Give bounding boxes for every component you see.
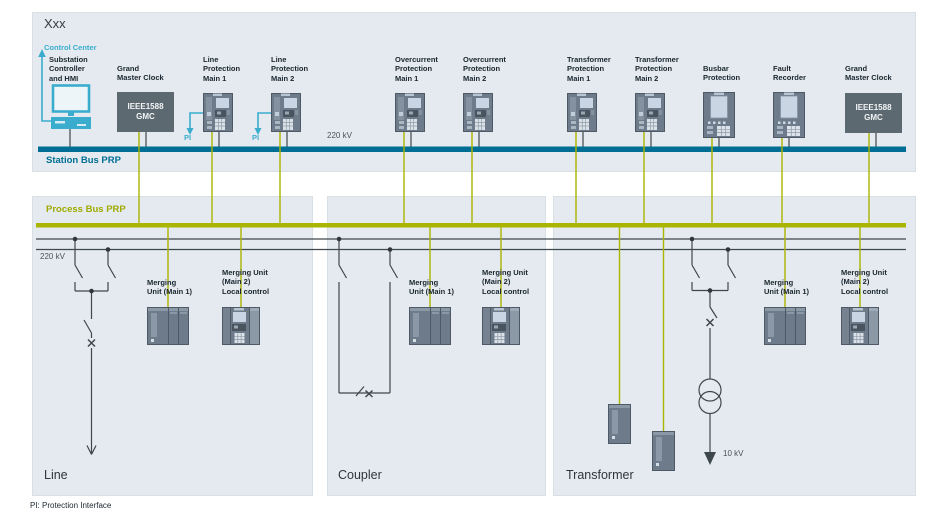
mu1-label-transformer: Merging Unit (Main 1) bbox=[764, 278, 809, 297]
lv-feeder-arrow bbox=[704, 452, 716, 465]
gmc-left-text: IEEE1588 GMC bbox=[127, 102, 164, 121]
field-merging-unit-icon-1 bbox=[609, 405, 631, 444]
transformer-bay-panel bbox=[553, 196, 916, 496]
device-label-busbar-protection: Busbar Protection bbox=[703, 64, 741, 83]
voltage-label-station: 220 kV bbox=[327, 131, 352, 140]
device-label-line-protection-main2: Line Protection Main 2 bbox=[271, 55, 309, 83]
relay-icon-fault-recorder bbox=[774, 93, 805, 138]
mu2-label-transformer: Merging Unit (Main 2) Local control bbox=[841, 268, 889, 296]
bay-label-line: Line bbox=[44, 468, 68, 482]
device-label-gmc-left: Grand Master Clock bbox=[117, 64, 164, 83]
bay-label-coupler: Coupler bbox=[338, 468, 382, 482]
device-label-transformer-main2: Transformer Protection Main 2 bbox=[635, 55, 679, 83]
coupler-bay-panel bbox=[327, 196, 546, 496]
gmc-right-text: IEEE1588 GMC bbox=[855, 103, 892, 122]
mu2-label-coupler: Merging Unit (Main 2) Local control bbox=[482, 268, 530, 296]
control-center-label: Control Center bbox=[44, 43, 97, 52]
relay-icon-transformer-main2 bbox=[636, 94, 665, 132]
device-label-substation-controller: Substation Controller and HMI bbox=[49, 55, 88, 83]
relay-icon-transformer-main1 bbox=[568, 94, 597, 132]
control-center-arrow bbox=[38, 49, 54, 122]
line-bay-panel bbox=[32, 196, 313, 496]
merging-unit-main1-icon-coupler bbox=[410, 308, 451, 345]
relay-icon-line-protection-main2 bbox=[272, 94, 301, 132]
mu1-label-coupler: Merging Unit (Main 1) bbox=[409, 278, 454, 297]
transformer-bay-circuit bbox=[689, 236, 737, 465]
device-label-transformer-main1: Transformer Protection Main 1 bbox=[567, 55, 611, 83]
merging-unit-main2-icon-transformer bbox=[842, 308, 879, 345]
transformer-symbol bbox=[698, 378, 722, 402]
coupler-bay-circuit bbox=[336, 236, 399, 398]
relay-icon-overcurrent-main1 bbox=[396, 94, 425, 132]
field-merging-unit-icon-2 bbox=[653, 432, 675, 471]
lv-voltage-label: 10 kV bbox=[723, 449, 744, 458]
relay-icon-busbar-protection bbox=[704, 93, 735, 138]
mu2-label-line: Merging Unit (Main 2) Local control bbox=[222, 268, 270, 296]
station-bus-label: Station Bus PRP bbox=[46, 155, 121, 166]
mu1-label-line: Merging Unit (Main 1) bbox=[147, 278, 192, 297]
diagram-title: Xxx bbox=[44, 16, 66, 31]
voltage-label-process: 220 kV bbox=[40, 252, 65, 261]
relay-icon-overcurrent-main2 bbox=[464, 94, 493, 132]
device-label-line-protection-main1: Line Protection Main 1 bbox=[203, 55, 241, 83]
busbar-220kv-lines bbox=[36, 238, 906, 251]
device-label-overcurrent-main2: Overcurrent Protection Main 2 bbox=[463, 55, 506, 83]
relay-icon-line-protection-main1 bbox=[204, 94, 233, 132]
gmc-right-box: IEEE1588 GMC bbox=[845, 93, 902, 133]
process-bus-label: Process Bus PRP bbox=[46, 204, 126, 215]
device-label-gmc-right: Grand Master Clock bbox=[845, 64, 892, 83]
bay-label-transformer: Transformer bbox=[566, 468, 634, 482]
device-label-fault-recorder: Fault Recorder bbox=[773, 64, 806, 83]
station-level-panel bbox=[32, 12, 916, 172]
pi-arrow-main2 bbox=[254, 112, 271, 135]
merging-unit-main2-icon-coupler bbox=[483, 308, 520, 345]
pi-label-main1: PI bbox=[184, 133, 192, 142]
line-bay-circuit bbox=[72, 236, 117, 455]
device-label-overcurrent-main1: Overcurrent Protection Main 1 bbox=[395, 55, 438, 83]
merging-unit-main1-icon-line bbox=[148, 308, 189, 345]
merging-unit-main2-icon-line bbox=[223, 308, 260, 345]
pi-arrow-main1 bbox=[186, 112, 203, 135]
substation-hmi-icon bbox=[51, 86, 91, 130]
gmc-left-box: IEEE1588 GMC bbox=[117, 92, 174, 132]
process-bus-drops bbox=[138, 132, 870, 431]
footnote: PI: Protection Interface bbox=[30, 501, 112, 510]
process-bus-bar bbox=[36, 223, 906, 228]
pi-label-main2: PI bbox=[252, 133, 260, 142]
station-bus-drops bbox=[69, 129, 877, 147]
merging-unit-main1-icon-transformer bbox=[765, 308, 806, 345]
